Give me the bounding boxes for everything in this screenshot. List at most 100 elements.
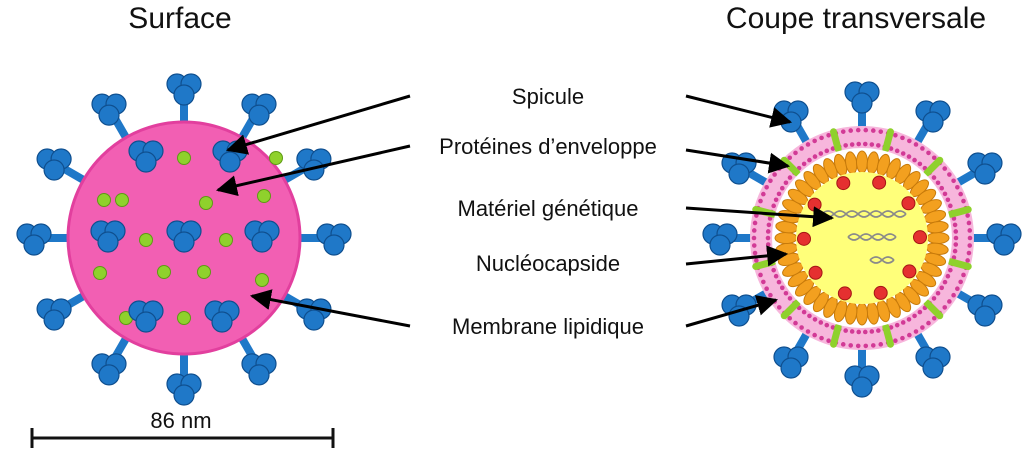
cs-spike-head: [986, 223, 1022, 256]
lipid-head: [931, 175, 937, 180]
lipid-head: [751, 228, 757, 233]
lipid-head: [961, 272, 966, 278]
lipid-head: [917, 161, 923, 167]
spike-head: [241, 93, 277, 126]
lipid-head: [773, 197, 779, 203]
lipid-head: [779, 285, 785, 291]
lipid-head: [939, 185, 945, 191]
lipid-head: [812, 154, 818, 159]
lipid-head: [787, 175, 793, 180]
rna-dot: [837, 286, 852, 301]
capsomere: [774, 232, 798, 244]
lipid-head: [752, 250, 758, 256]
title-cross-section: Coupe transversale: [725, 2, 987, 35]
label-membrane-lipidique: Membrane lipidique: [452, 314, 644, 339]
cs-envelope-protein: [882, 323, 894, 348]
lipid-head: [900, 335, 905, 341]
cs-spike-head: [773, 100, 809, 133]
spike-head: [166, 373, 202, 406]
lipid-head: [893, 132, 898, 138]
lipid-head: [761, 279, 766, 285]
envelope-protein: [157, 265, 171, 279]
envelope-protein: [177, 151, 191, 165]
lipid-head: [926, 150, 931, 156]
lipid-head: [888, 325, 894, 330]
envelope-protein: [139, 233, 153, 247]
surface-virus: [16, 73, 352, 406]
envelope-protein: [269, 151, 283, 165]
lipid-head: [766, 222, 772, 228]
envelope-protein: [199, 196, 213, 210]
envelope-protein: [255, 273, 269, 287]
arrow-membrane-left: [249, 289, 411, 328]
lipid-head: [876, 143, 881, 148]
cs-spike-head: [915, 100, 951, 133]
lipid-head: [951, 178, 956, 184]
lipid-head: [953, 229, 959, 234]
arrow-membrane-right: [685, 295, 779, 328]
cs-spike-head: [702, 223, 738, 256]
lipid-head: [776, 191, 782, 197]
lipid-head: [761, 191, 766, 197]
lipid-head: [942, 191, 948, 197]
lipid-head: [856, 329, 862, 335]
label-spicule: Spicule: [511, 84, 585, 109]
lipid-head: [812, 138, 817, 144]
rna-dot: [873, 285, 888, 300]
lipid-head: [935, 180, 941, 186]
lipid-head: [805, 142, 811, 147]
cs-spike-head: [915, 346, 951, 379]
lipid-head: [751, 243, 757, 248]
lipid-head: [967, 228, 973, 233]
lipid-head: [878, 129, 884, 134]
rna-dot: [901, 196, 916, 211]
lipid-head: [953, 242, 959, 247]
nucleocapsid-ring: [774, 150, 950, 326]
lipid-head: [768, 178, 773, 184]
lipid-head: [787, 296, 793, 301]
lipid-head: [767, 216, 773, 221]
lipid-head: [951, 255, 957, 260]
envelope-protein: [115, 193, 129, 207]
cs-spike-head: [967, 294, 1003, 327]
cs-envelope-protein: [830, 128, 842, 153]
lipid-head: [754, 258, 759, 263]
rna-dot: [807, 197, 822, 212]
lipid-head: [779, 185, 785, 191]
lipid-head: [793, 320, 798, 326]
rna-dot: [872, 175, 887, 190]
lipid-head: [906, 154, 912, 159]
lipid-head: [848, 128, 854, 133]
lipid-head: [787, 315, 793, 321]
arrow-spicule-left: [225, 94, 411, 155]
lipid-head: [939, 285, 945, 291]
lipid-head: [758, 198, 763, 204]
lipid-head: [942, 279, 948, 285]
cs-envelope-protein: [882, 128, 894, 153]
cs-spike-head: [844, 81, 880, 114]
spike-head: [241, 353, 277, 386]
arrow-nucleocapside-right: [685, 245, 789, 267]
capsomere: [856, 150, 868, 174]
arrow-proteines-left: [215, 144, 411, 197]
lipid-head: [812, 317, 818, 322]
lipid-head: [855, 343, 861, 349]
lipid-head: [856, 141, 862, 147]
lipid-head: [955, 184, 960, 190]
envelope-protein: [97, 193, 111, 207]
lipid-head: [766, 248, 772, 254]
spike-head: [296, 298, 332, 331]
lipid-head: [870, 343, 876, 348]
lipid-head: [893, 338, 898, 344]
lipid-head: [824, 148, 830, 154]
lipid-head: [948, 203, 953, 209]
rna-dot: [836, 176, 851, 191]
lipid-head: [830, 325, 836, 330]
lipid-head: [958, 191, 963, 197]
spike-head: [91, 353, 127, 386]
lipid-head: [776, 279, 782, 285]
lipid-head: [894, 322, 900, 328]
spike-head: [316, 223, 352, 256]
lipid-head: [776, 305, 782, 310]
